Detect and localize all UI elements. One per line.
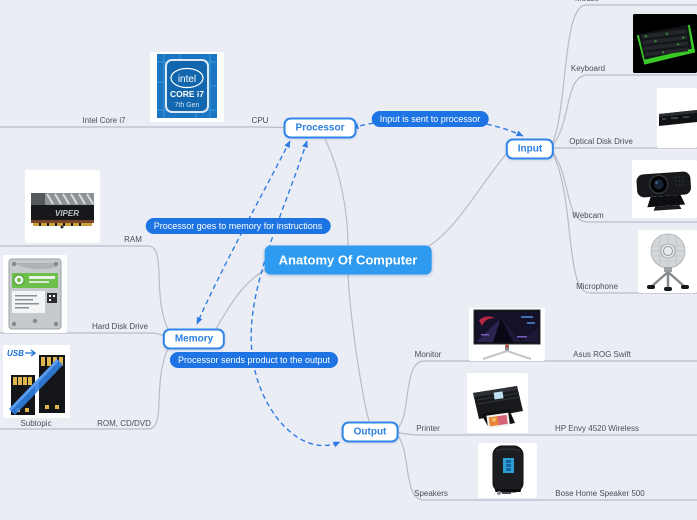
optical-disk-drive-image xyxy=(659,110,697,126)
link-processor-to-output xyxy=(250,140,341,448)
label-asus-rog-swift[interactable]: Asus ROG Swift xyxy=(573,350,631,359)
branch-center-input xyxy=(413,150,510,255)
label-speakers[interactable]: Speakers xyxy=(414,489,448,498)
monitor-image-card[interactable] xyxy=(469,308,545,361)
link-label-processor-to-memory[interactable]: Processor goes to memory for instruction… xyxy=(145,218,331,234)
label-ram[interactable]: RAM xyxy=(124,235,142,244)
link-label-input-to-processor[interactable]: Input is sent to processor xyxy=(371,111,489,127)
label-bose-speaker[interactable]: Bose Home Speaker 500 xyxy=(555,489,645,498)
snowball-microphone-image xyxy=(647,233,689,291)
usb-flash-drives-image: USB xyxy=(7,349,65,415)
ram-image-card[interactable]: VIPER xyxy=(25,170,100,243)
label-microphone[interactable]: Microphone xyxy=(576,282,618,291)
branch-curves xyxy=(0,4,697,501)
printer-image-card[interactable] xyxy=(467,373,528,433)
logitech-webcam-image xyxy=(636,171,692,211)
branch-memory-ram xyxy=(0,245,172,336)
hp-envy-printer-image xyxy=(473,386,523,429)
relation-links xyxy=(196,117,524,448)
node-output[interactable]: Output xyxy=(341,421,399,443)
branch-processor-cpu xyxy=(0,126,294,129)
core-i7-text: CORE i7 xyxy=(170,89,204,99)
keyboard-image-card[interactable] xyxy=(633,14,697,73)
usb-logo-text: USB xyxy=(7,349,24,358)
branch-output-printer xyxy=(395,431,697,436)
intel-logo-text: intel xyxy=(178,74,196,85)
label-rom-cd-dvd[interactable]: ROM, CD/DVD xyxy=(97,419,151,428)
branch-input-mouse xyxy=(551,4,697,145)
razer-keyboard-image xyxy=(633,14,697,73)
speaker-image-card[interactable] xyxy=(478,443,537,498)
bose-speaker-image xyxy=(492,445,524,495)
cpu-image-card[interactable]: intel CORE i7 7th Gen xyxy=(150,52,224,122)
link-label-processor-to-output[interactable]: Processor sends product to the output xyxy=(169,352,339,368)
label-printer[interactable]: Printer xyxy=(416,424,440,433)
label-optical-disk-drive[interactable]: Optical Disk Drive xyxy=(569,137,633,146)
branch-output-speakers xyxy=(395,433,697,501)
gen-text: 7th Gen xyxy=(175,102,200,109)
optical-drive-image-card[interactable] xyxy=(657,88,697,148)
label-webcam[interactable]: Webcam xyxy=(572,211,604,220)
branch-memory-hdd xyxy=(0,332,171,339)
label-intel-core-i7[interactable]: Intel Core i7 xyxy=(82,116,126,125)
link-input-to-processor xyxy=(351,117,524,137)
hdd-image-card[interactable] xyxy=(3,255,67,333)
label-hard-disk-drive[interactable]: Hard Disk Drive xyxy=(91,322,149,331)
label-mouse[interactable]: Mouse xyxy=(575,0,599,3)
branch-center-output xyxy=(347,272,370,422)
label-monitor[interactable]: Monitor xyxy=(414,350,442,359)
node-memory[interactable]: Memory xyxy=(162,328,226,350)
label-hp-envy[interactable]: HP Envy 4520 Wireless xyxy=(555,424,639,433)
intel-core-i7-chip-image: intel CORE i7 7th Gen xyxy=(157,54,217,118)
rom-image-card[interactable]: USB xyxy=(3,345,70,418)
label-subtopic[interactable]: Subtopic xyxy=(20,419,52,428)
node-center-title[interactable]: Anatomy Of Computer xyxy=(264,245,432,275)
node-input[interactable]: Input xyxy=(505,138,555,160)
branch-input-microphone xyxy=(551,151,697,294)
branch-output-monitor xyxy=(395,360,697,430)
node-processor[interactable]: Processor xyxy=(283,117,357,139)
label-keyboard[interactable]: Keyboard xyxy=(570,64,606,73)
seagate-hard-drive-image xyxy=(8,258,62,330)
link-processor-to-memory xyxy=(196,140,291,325)
label-cpu[interactable]: CPU xyxy=(251,116,269,125)
branch-input-webcam xyxy=(551,150,697,223)
microphone-image-card[interactable] xyxy=(638,230,697,293)
viper-brand-text: VIPER xyxy=(55,209,79,218)
asus-rog-monitor-image xyxy=(473,309,541,360)
viper-ram-stick-image: VIPER xyxy=(31,193,94,229)
webcam-image-card[interactable] xyxy=(632,160,697,218)
branch-input-keyboard xyxy=(551,74,697,147)
branch-memory-rom xyxy=(0,341,172,430)
